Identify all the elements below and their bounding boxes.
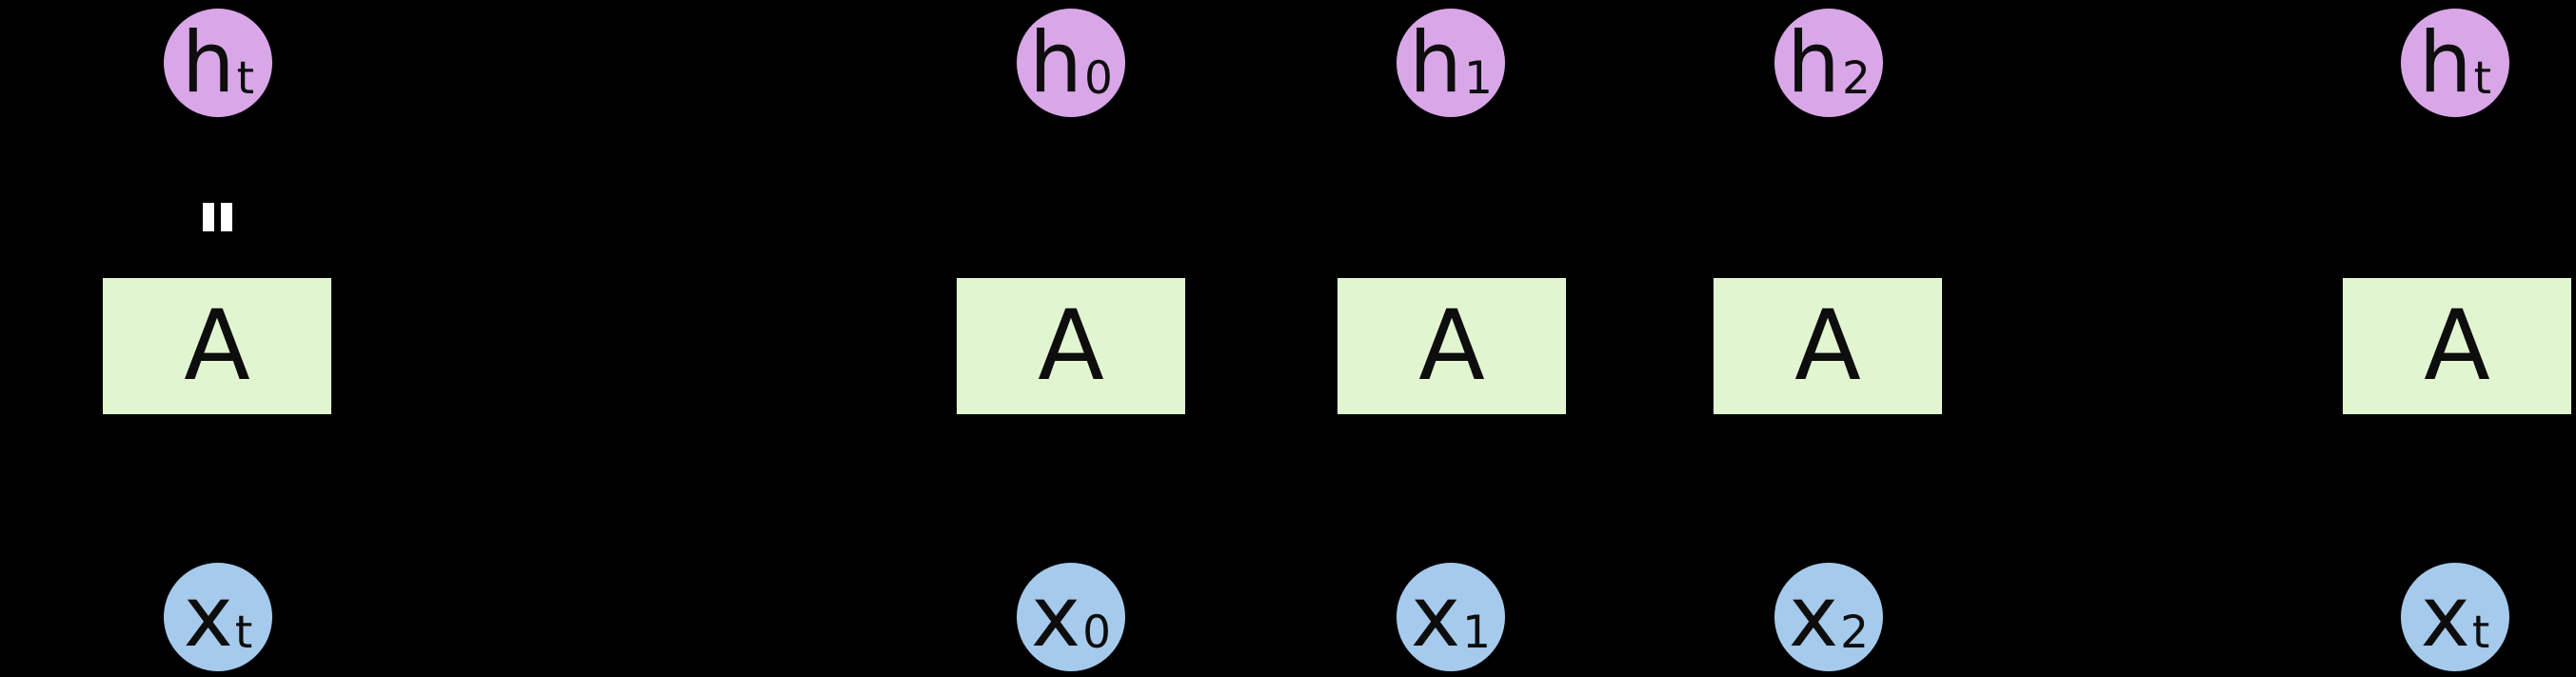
node-label-base: h	[181, 13, 235, 111]
equals-bar	[203, 203, 214, 231]
node-label-base: h	[1029, 13, 1082, 111]
node-label-subscript: t	[2471, 607, 2490, 659]
node-label-base: x	[1411, 567, 1461, 666]
node-label-base: x	[2420, 567, 2470, 666]
rnn-cell-node-2: A	[1714, 278, 1942, 414]
node-label-base: h	[1409, 13, 1462, 111]
equals-bar	[221, 203, 232, 231]
node-label-base: x	[1031, 567, 1081, 666]
node-label-subscript: t	[2473, 52, 2492, 105]
cell-label: A	[184, 289, 250, 403]
node-label-subscript: 0	[1082, 607, 1111, 659]
rnn-cell-node-3: A	[2343, 278, 2571, 414]
node-label-subscript: 2	[1840, 607, 1869, 659]
rnn-cell-node-rolled: A	[103, 278, 331, 414]
node-label-subscript: t	[234, 607, 253, 659]
rotated-equals-icon	[203, 203, 232, 231]
cell-label: A	[1038, 289, 1104, 403]
cell-label: A	[1418, 289, 1485, 403]
node-label-subscript: 0	[1083, 52, 1113, 105]
cell-label: A	[1794, 289, 1861, 403]
node-label-subscript: 1	[1462, 607, 1491, 659]
node-label-base: h	[1787, 13, 1840, 111]
node-label-base: h	[2418, 13, 2472, 111]
node-label-base: x	[183, 567, 233, 666]
cell-label: A	[2424, 289, 2490, 403]
rnn-cell-node-0: A	[957, 278, 1185, 414]
rnn-cell-node-1: A	[1338, 278, 1566, 414]
node-label-subscript: t	[236, 52, 255, 105]
node-label-subscript: 2	[1841, 52, 1871, 105]
node-label-base: x	[1789, 567, 1839, 666]
node-label-subscript: 1	[1463, 52, 1493, 105]
